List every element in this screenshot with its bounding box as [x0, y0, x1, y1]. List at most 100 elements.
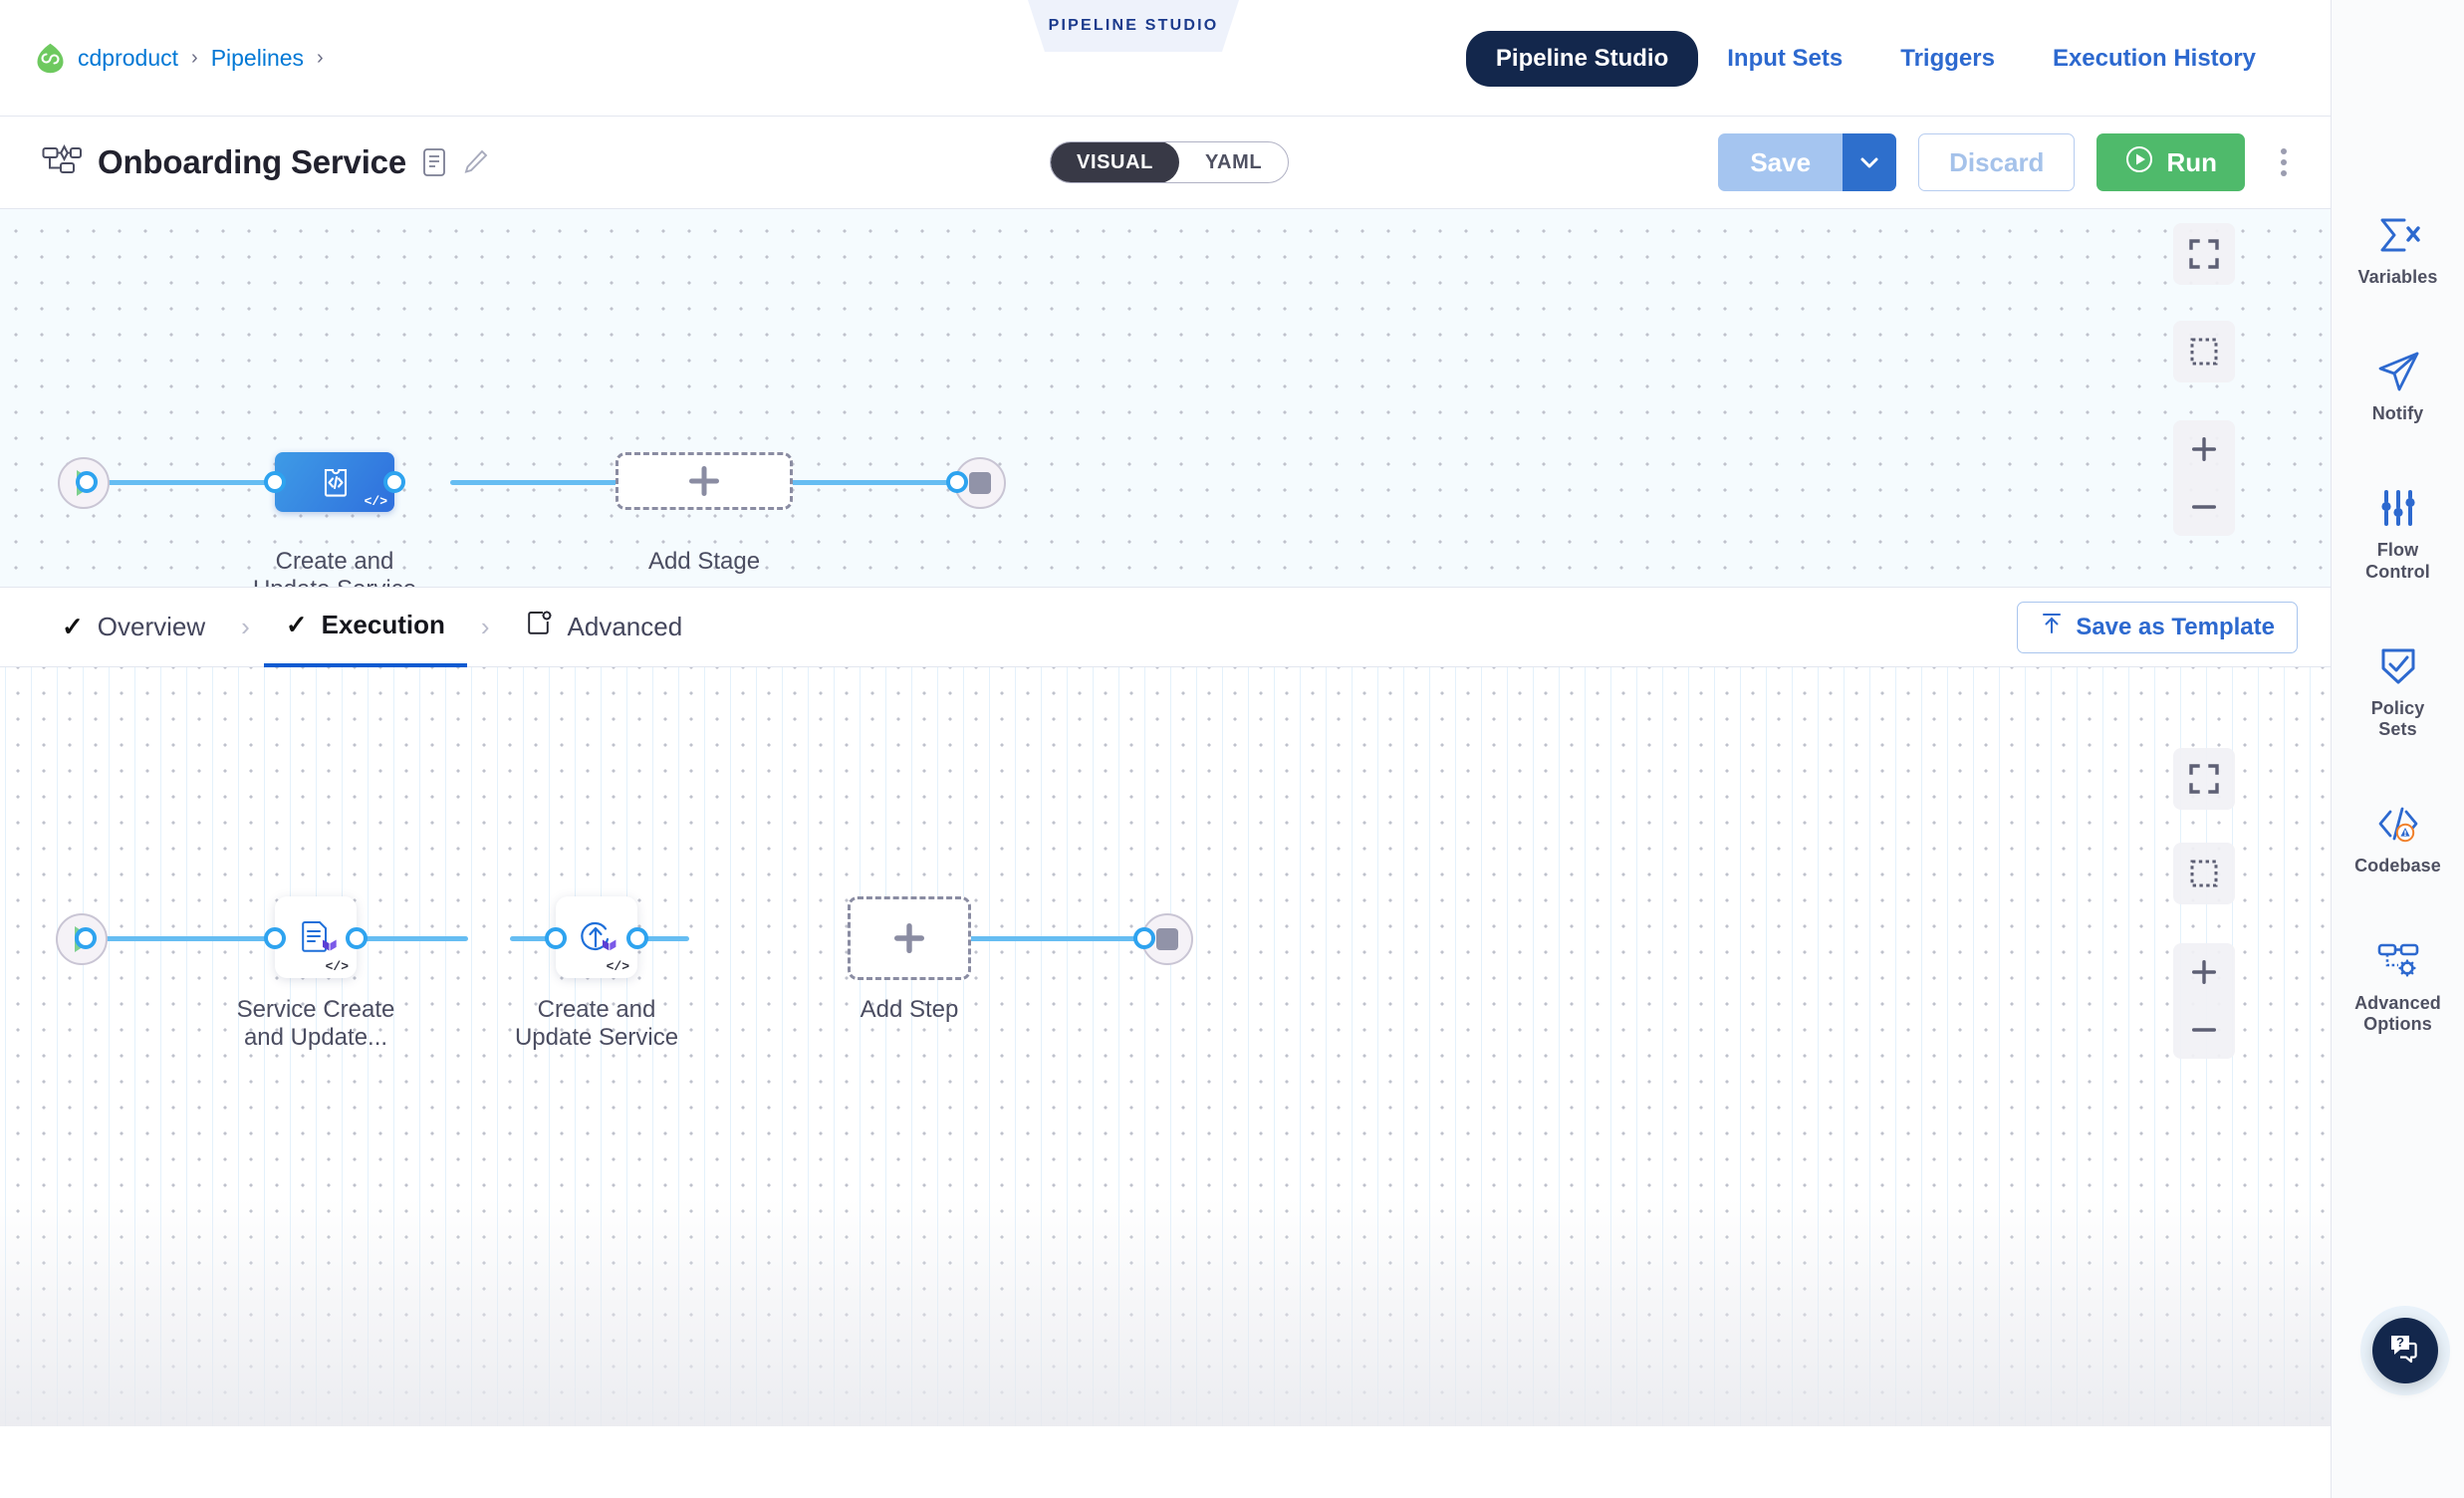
fit-to-screen-icon — [2189, 239, 2219, 269]
sidebar-item-advanced-options[interactable]: Advanced Options — [2332, 939, 2464, 1035]
pipeline-diagram-icon — [42, 143, 82, 182]
sidebar-item-advanced-options-label: Advanced Options — [2354, 993, 2441, 1035]
port-step2-out[interactable] — [626, 927, 648, 949]
paper-plane-icon — [2375, 350, 2421, 393]
step-card[interactable]: </> — [556, 896, 637, 978]
zoom-in-button[interactable] — [2173, 420, 2235, 478]
port-step1-out[interactable] — [346, 927, 368, 949]
save-button[interactable]: Save — [1718, 133, 1844, 191]
port-start-out[interactable] — [76, 471, 98, 493]
run-button-label: Run — [2166, 146, 2217, 177]
add-stage-button[interactable] — [616, 452, 793, 510]
stage-canvas[interactable]: </> Create and Update Service Add Stage — [0, 209, 2331, 588]
tab-pipeline-studio[interactable]: Pipeline Studio — [1465, 30, 1699, 87]
port-step1-in[interactable] — [264, 927, 286, 949]
stage-tab-strip: ✓ Overview › ✓ Execution › Advanced — [0, 588, 2331, 667]
pencil-edit-icon[interactable] — [462, 147, 490, 177]
save-button-group: Save — [1718, 133, 1897, 191]
step-node-service-create-and-update[interactable]: </> — [275, 896, 357, 978]
port-end-in[interactable] — [946, 471, 968, 493]
help-button[interactable]: ? — [2372, 1318, 2438, 1383]
zoom-in-icon — [2192, 437, 2216, 461]
stage-node-create-and-update-service[interactable]: </> — [275, 452, 394, 512]
tab-input-sets[interactable]: Input Sets — [1727, 44, 1844, 72]
pipeline-title-bar: Onboarding Service VISUAL YAML — [0, 117, 2331, 209]
add-step-button[interactable] — [848, 896, 971, 980]
step-card[interactable]: </> — [275, 896, 357, 978]
tab-execution[interactable]: ✓ Execution — [263, 588, 467, 667]
tab-triggers[interactable]: Triggers — [1900, 44, 1995, 72]
fit-to-screen-button[interactable] — [2173, 748, 2235, 810]
policy-sets-line-2: Sets — [2378, 719, 2417, 740]
terraform-plan-icon — [302, 921, 337, 952]
step1-label-line-2: and Update... — [243, 1023, 388, 1051]
template-upload-icon — [2040, 612, 2064, 642]
breadcrumb: cdproduct › Pipelines › — [36, 43, 324, 74]
edge-start-to-stage — [88, 480, 287, 485]
plus-icon — [894, 923, 924, 953]
edge-add-to-end — [926, 936, 1155, 941]
port-step2-in[interactable] — [545, 927, 567, 949]
toggle-option-yaml[interactable]: YAML — [1204, 151, 1263, 173]
step2-label: Create and Update Service — [487, 996, 706, 1052]
zoom-out-button[interactable] — [2173, 1001, 2235, 1059]
port-step-end-in[interactable] — [1133, 927, 1155, 949]
tab-execution-history[interactable]: Execution History — [2052, 44, 2256, 72]
title-actions: Save Discard Run — [1718, 133, 2301, 191]
chevron-down-icon[interactable] — [1843, 133, 1897, 191]
page-title: Onboarding Service — [98, 143, 406, 180]
sidebar-item-variables[interactable]: Variables — [2332, 213, 2464, 288]
discard-button[interactable]: Discard — [1918, 133, 2076, 191]
check-icon: ✓ — [285, 610, 308, 639]
marquee-select-icon — [2190, 860, 2218, 887]
nodes-gear-icon — [2374, 939, 2422, 983]
main-content: cdproduct › Pipelines › PIPELINE STUDIO … — [0, 0, 2331, 1426]
breadcrumb-item-cdproduct[interactable]: cdproduct — [78, 44, 179, 71]
marquee-select-button[interactable] — [2173, 321, 2235, 382]
sidebar-item-notify-label: Notify — [2371, 403, 2424, 424]
advanced-options-line-2: Options — [2363, 1013, 2432, 1034]
breadcrumb-item-pipelines[interactable]: Pipelines — [210, 44, 305, 71]
kebab-menu-icon[interactable] — [2267, 148, 2301, 176]
fit-to-screen-button[interactable] — [2173, 223, 2235, 285]
description-icon[interactable] — [422, 147, 446, 177]
tab-advanced[interactable]: Advanced — [504, 588, 705, 667]
visual-yaml-toggle[interactable]: VISUAL YAML — [1050, 141, 1290, 183]
sidebar-item-codebase[interactable]: Codebase — [2332, 802, 2464, 876]
save-as-template-button[interactable]: Save as Template — [2017, 601, 2298, 653]
flow-control-line-1: Flow — [2376, 540, 2419, 561]
sidebar-item-flow-control[interactable]: Flow Control — [2332, 486, 2464, 582]
step2-label-line-2: Update Service — [514, 1023, 679, 1051]
template-badge: </> — [606, 959, 629, 974]
tab-overview[interactable]: ✓ Overview — [40, 588, 227, 667]
sidebar-item-policy-sets[interactable]: Policy Sets — [2332, 644, 2464, 740]
sidebar-item-flow-control-label: Flow Control — [2365, 540, 2430, 582]
marquee-select-button[interactable] — [2173, 843, 2235, 904]
sidebar-item-policy-sets-label: Policy Sets — [2371, 698, 2425, 740]
toggle-option-visual[interactable]: VISUAL — [1051, 142, 1179, 182]
port-stage-out[interactable] — [383, 471, 405, 493]
policy-sets-line-1: Policy — [2370, 697, 2425, 718]
svg-text:?: ? — [2396, 1335, 2404, 1350]
step2-label-line-1: Create and — [537, 996, 656, 1023]
sidebar-item-codebase-label: Codebase — [2354, 856, 2441, 876]
zoom-in-button[interactable] — [2173, 943, 2235, 1001]
advanced-gear-icon — [526, 610, 554, 644]
stage-card[interactable]: </> — [275, 452, 394, 512]
sidebar-item-notify[interactable]: Notify — [2332, 350, 2464, 424]
sigma-variables-icon — [2375, 213, 2421, 257]
port-stage-in[interactable] — [264, 471, 286, 493]
port-step-start-out[interactable] — [75, 927, 97, 949]
run-button[interactable]: Run — [2096, 133, 2245, 191]
fit-to-screen-icon — [2189, 764, 2219, 794]
harness-leaf-icon — [36, 43, 65, 74]
zoom-out-button[interactable] — [2173, 478, 2235, 536]
code-brackets-icon — [2375, 802, 2421, 846]
step-canvas[interactable]: </> Service Create and Update... — [0, 667, 2331, 1426]
step-node-create-and-update-service[interactable]: </> — [556, 896, 637, 978]
edge-add-to-end — [787, 480, 976, 485]
tab-execution-label: Execution — [321, 610, 445, 639]
add-step-label: Add Step — [860, 996, 959, 1023]
advanced-options-line-1: Advanced — [2354, 992, 2441, 1013]
play-circle-icon — [2124, 144, 2154, 181]
